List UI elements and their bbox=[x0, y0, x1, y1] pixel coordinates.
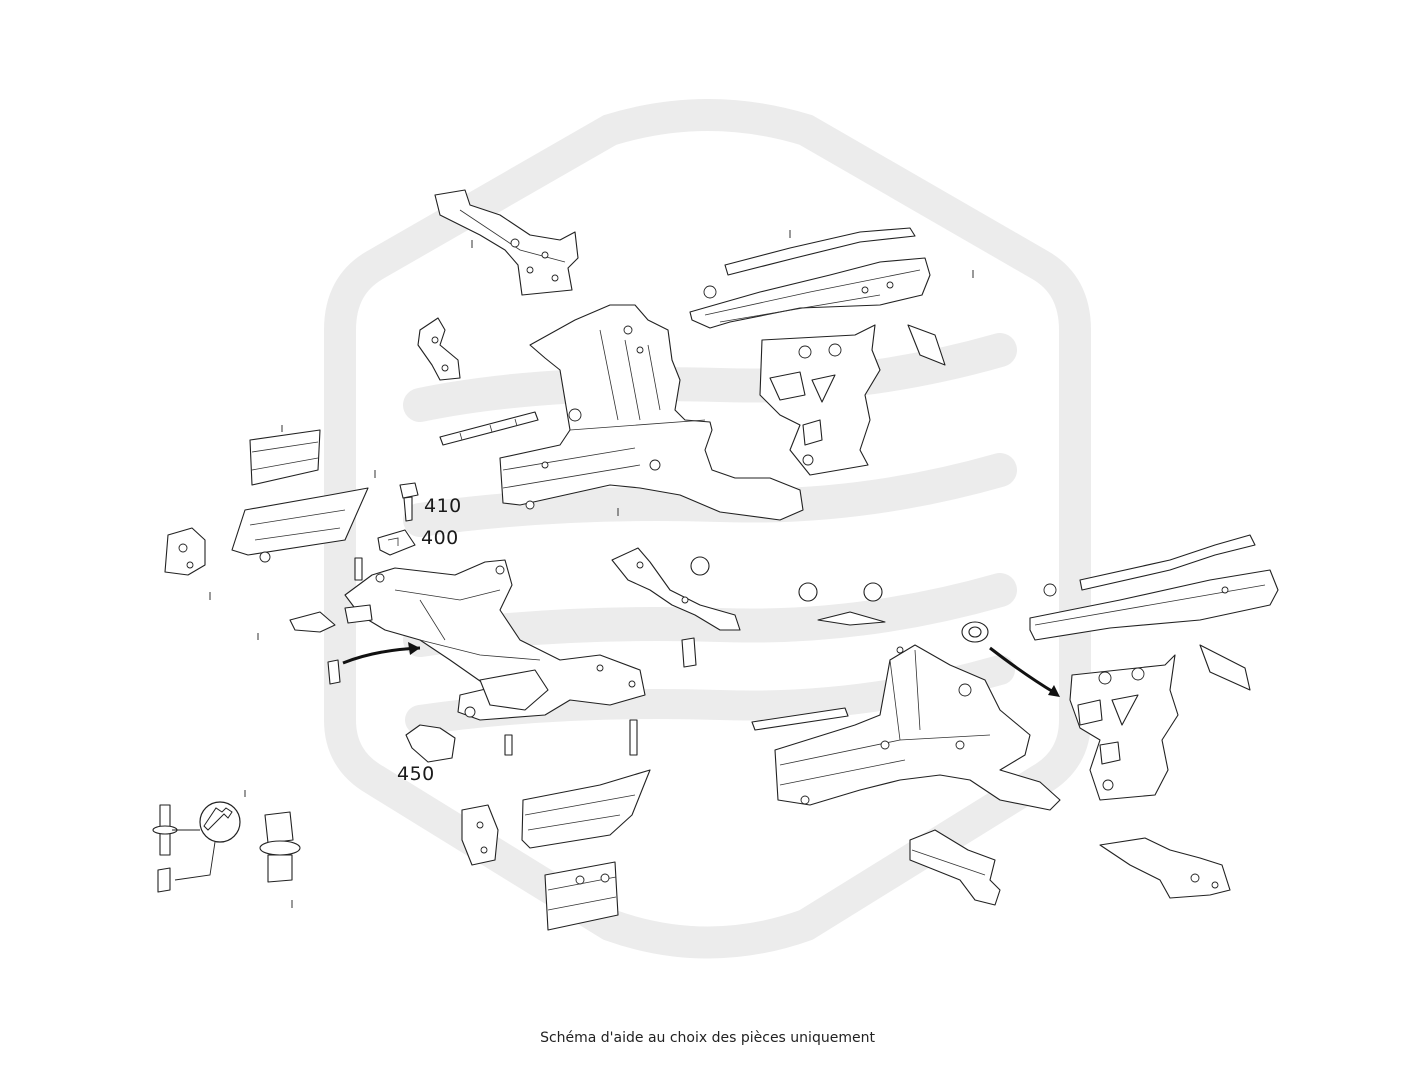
inner-panel-left[interactable] bbox=[759, 324, 881, 476]
long-bolt-a[interactable] bbox=[504, 734, 513, 756]
bolt-c[interactable] bbox=[681, 637, 697, 668]
long-bolt-b[interactable] bbox=[629, 719, 638, 756]
arrowhead-right bbox=[1048, 685, 1060, 697]
upper-rail-far-right[interactable] bbox=[1029, 534, 1279, 641]
callout-400[interactable]: 400 bbox=[421, 527, 459, 549]
mount-bracket-left[interactable] bbox=[164, 527, 211, 600]
nut-c[interactable] bbox=[863, 582, 883, 602]
diagram-caption: Schéma d'aide au choix des pièces unique… bbox=[540, 1030, 875, 1046]
strip-small-center[interactable] bbox=[817, 611, 886, 626]
mount-bracket-center[interactable] bbox=[461, 804, 499, 866]
lower-rail-center[interactable] bbox=[521, 769, 651, 849]
nut-a[interactable] bbox=[690, 556, 710, 576]
small-plate[interactable] bbox=[907, 324, 946, 366]
rail-bracket-right-lower[interactable] bbox=[909, 829, 1001, 906]
bracket-400[interactable] bbox=[377, 529, 416, 556]
bushing-right[interactable] bbox=[961, 621, 989, 643]
mount-clip-left[interactable] bbox=[257, 611, 336, 640]
inner-panel-right[interactable] bbox=[1069, 654, 1179, 801]
small-plate-right[interactable] bbox=[1199, 644, 1251, 691]
arrow-pointer-right bbox=[989, 646, 1056, 695]
rail-bracket-lower[interactable] bbox=[231, 470, 376, 563]
upper-rail-left[interactable] bbox=[434, 189, 579, 296]
wrench-icon bbox=[172, 790, 246, 881]
front-subframe[interactable] bbox=[344, 559, 646, 721]
callout-410[interactable]: 410 bbox=[424, 495, 462, 517]
wheelhouse-assembly-left[interactable] bbox=[499, 304, 804, 521]
bracket-450[interactable] bbox=[405, 724, 456, 763]
small-bracket-upper-left[interactable] bbox=[417, 317, 461, 381]
flange-nut-bolt[interactable] bbox=[259, 811, 301, 908]
bolt-small-a[interactable] bbox=[354, 557, 363, 581]
arrowhead-left bbox=[408, 642, 420, 655]
upper-rail-right[interactable] bbox=[689, 227, 974, 329]
bolt-small-b[interactable] bbox=[327, 659, 341, 685]
stud-bolt[interactable] bbox=[152, 804, 178, 893]
reinforcement-strip[interactable] bbox=[439, 411, 539, 446]
bushing-left[interactable] bbox=[344, 604, 373, 624]
upper-rail-right-lower[interactable] bbox=[1099, 837, 1231, 899]
bolt-410[interactable] bbox=[399, 482, 419, 522]
center-brace[interactable] bbox=[611, 547, 741, 631]
strip-right-lower[interactable] bbox=[751, 707, 849, 731]
callout-450[interactable]: 450 bbox=[397, 763, 435, 785]
wheelhouse-assembly-right[interactable] bbox=[774, 644, 1061, 811]
rail-bracket-upper[interactable] bbox=[249, 425, 321, 486]
nut-b[interactable] bbox=[798, 582, 818, 602]
rail-bracket-bottom[interactable] bbox=[544, 861, 619, 931]
